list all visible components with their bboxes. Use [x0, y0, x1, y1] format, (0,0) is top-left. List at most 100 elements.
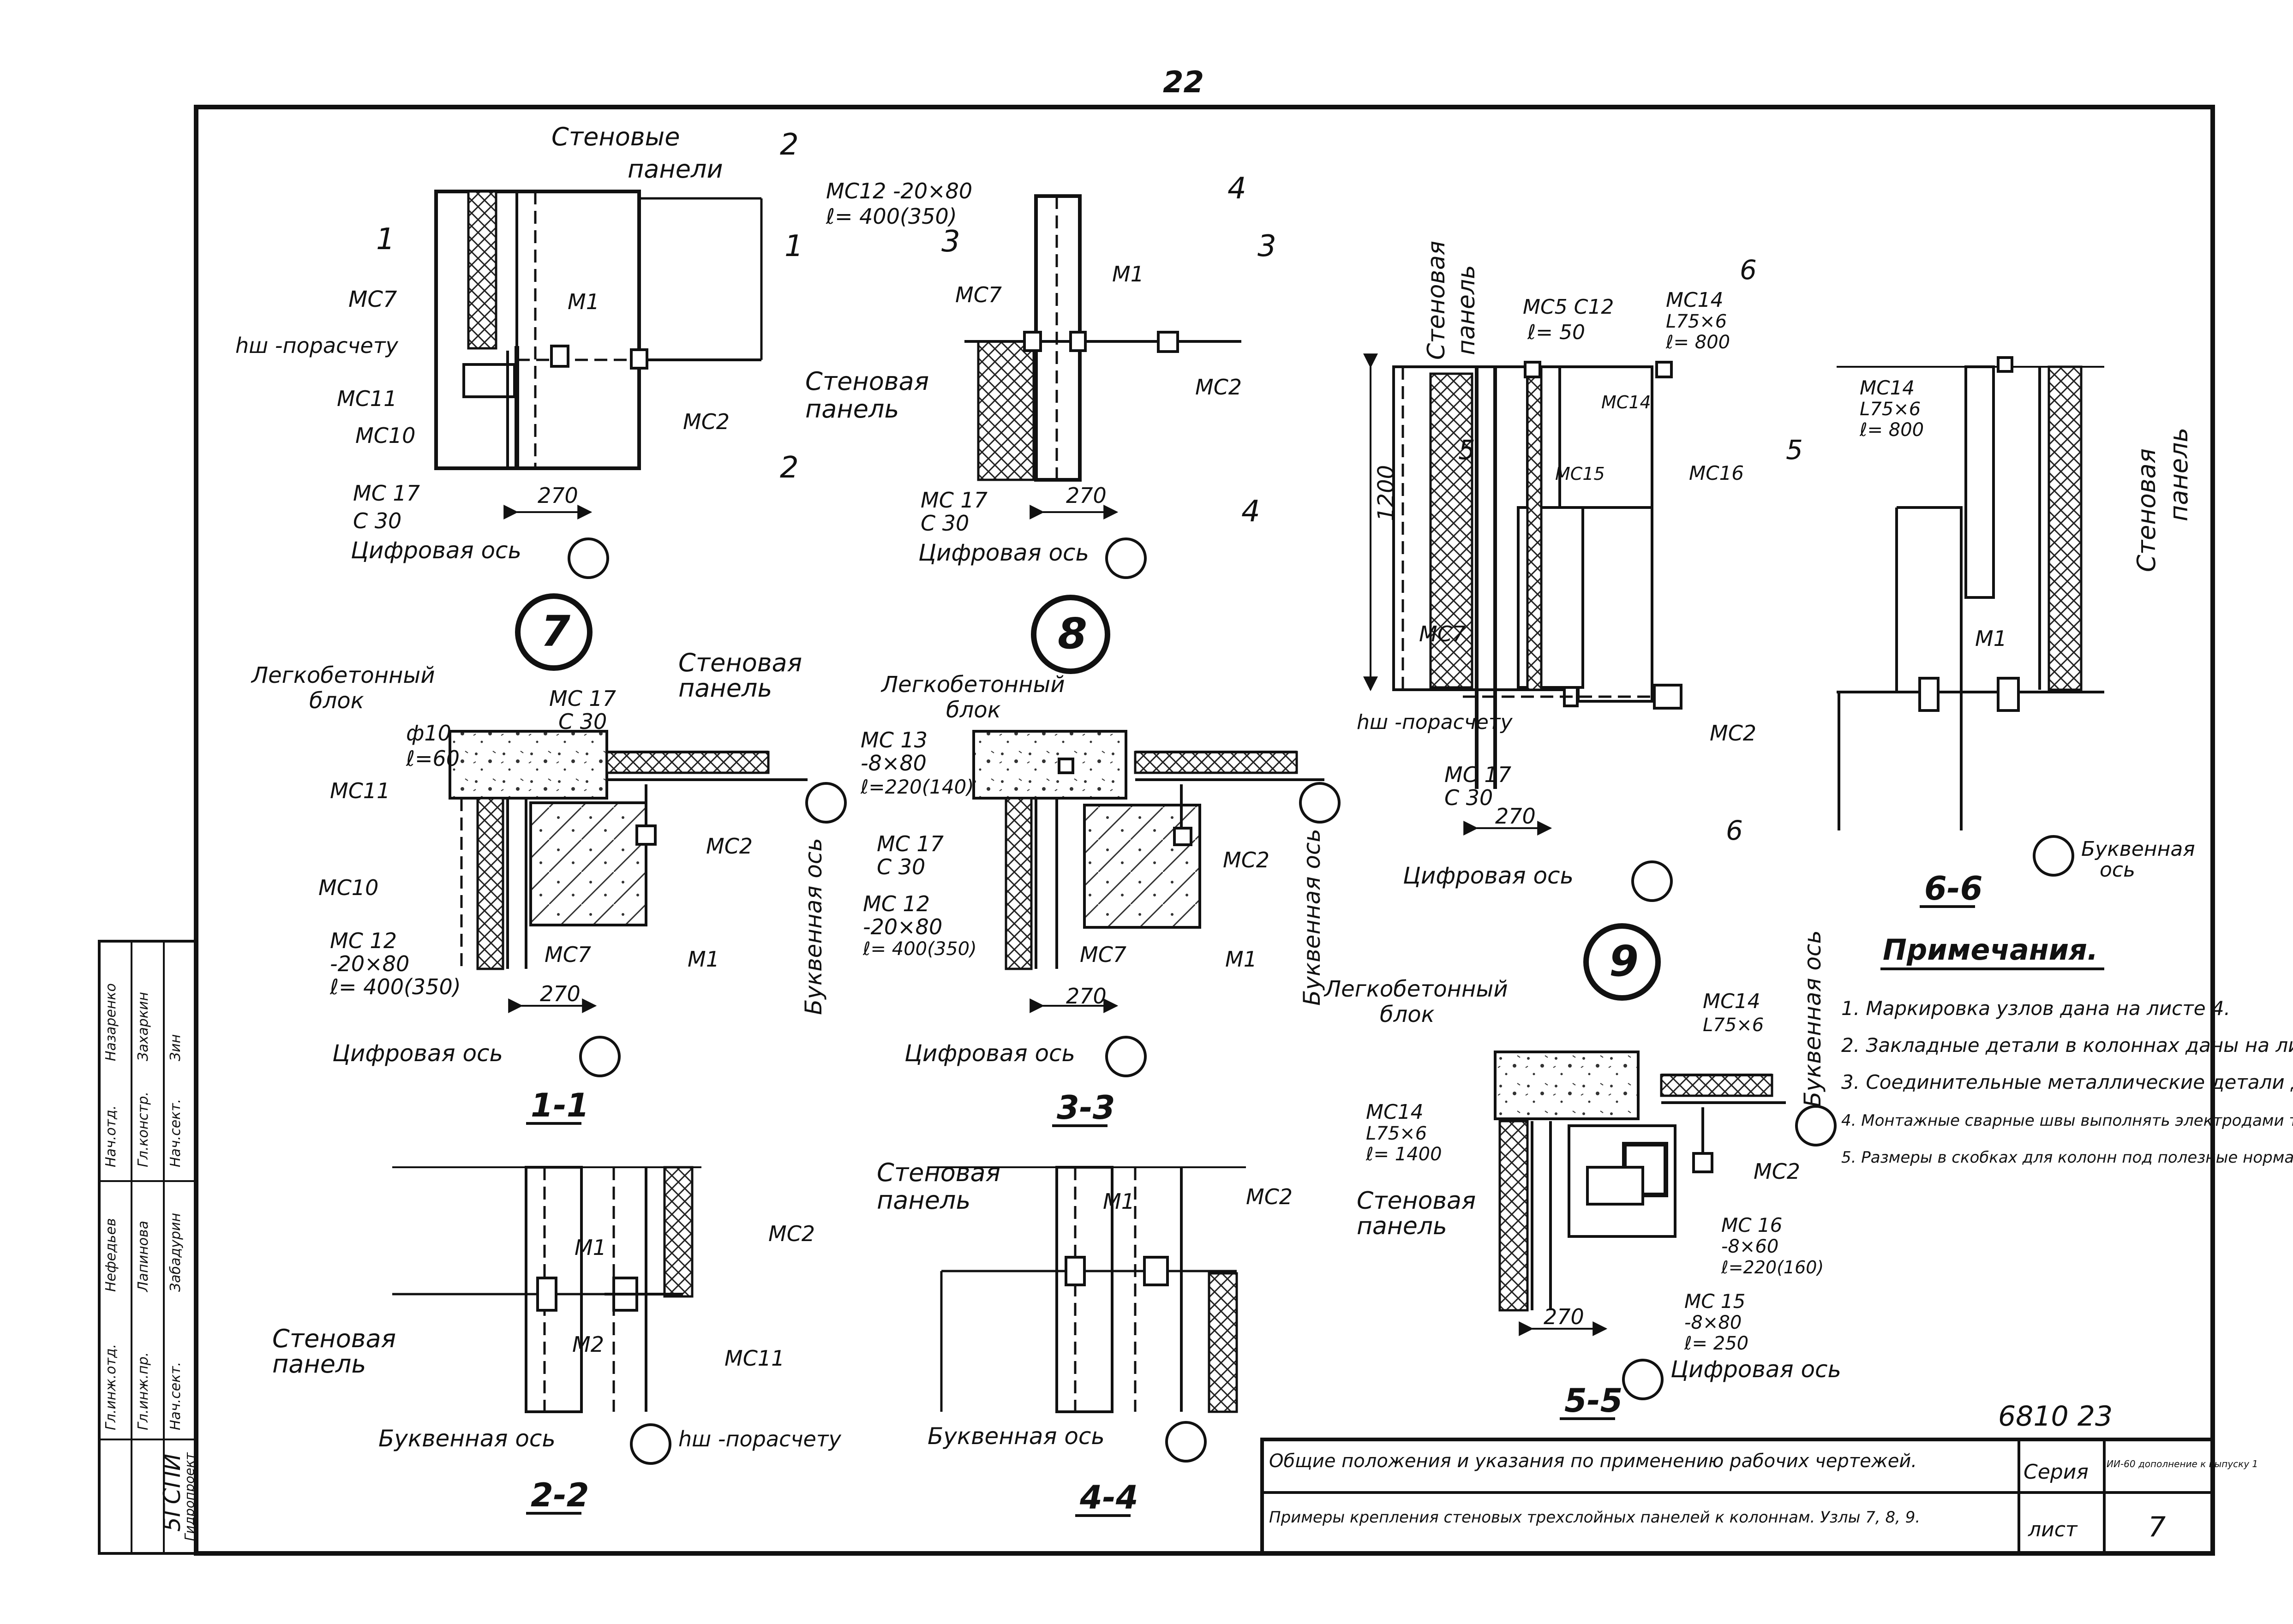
part-mc2-s3: МС2: [1223, 848, 1269, 872]
part-mc2-s5: МС2: [1754, 1159, 1800, 1184]
part-mc12-d-8: -20×80: [863, 914, 942, 939]
light-block-9: Легкобетонный: [1323, 976, 1508, 1002]
part-mc2-s2: МС2: [768, 1221, 815, 1246]
section-title-3-3: 3-3: [1057, 1089, 1115, 1127]
digital-axis-label: Цифровая ось: [351, 537, 521, 564]
letter-axis-s5: Буквенная ось: [1799, 930, 1826, 1107]
weld-calc-label: hш -порасчету: [235, 333, 399, 358]
wall-panel-s4-2: панель: [877, 1186, 970, 1215]
part-c30: С 30: [353, 508, 401, 533]
letter-axis-s4: Буквенная ось: [928, 1423, 1105, 1450]
cut-mark-3-right: 3: [1257, 229, 1276, 263]
letter-axis-s3: Буквенная ось: [1299, 829, 1325, 1006]
cut-mark-1-right: 1: [784, 229, 803, 263]
sheet-value: 7: [2148, 1511, 2166, 1543]
part-mc17: МС 17: [353, 481, 420, 506]
stamp-role-2: Гл.инж.пр.: [135, 1352, 151, 1430]
section-title-4-4: 4-4: [1079, 1479, 1138, 1517]
light-block-8-2: блок: [946, 697, 1001, 723]
elevation-node-9: [1363, 353, 1682, 836]
part-mc11: МС11: [337, 386, 397, 411]
part-mc5: МС5 С12: [1523, 295, 1614, 319]
part-m1-s4: М1: [1103, 1189, 1135, 1214]
part-mc16-c: ℓ=220(160): [1721, 1257, 1824, 1278]
wall-panel-s4: Стеновая: [877, 1158, 1000, 1187]
section-title-2-2: 2-2: [531, 1476, 589, 1514]
part-mc2-9: МС2: [1710, 721, 1756, 746]
part-mc15-a: МС 15: [1684, 1290, 1745, 1313]
sheet-title: Примеры крепления стеновых трехслойных п…: [1269, 1508, 1920, 1527]
part-mc11-s1: МС11: [330, 778, 390, 803]
section-5-5-plan: [1494, 1051, 1786, 1336]
part-m1-s6: М1: [1975, 626, 2007, 651]
section-6-6: [1837, 356, 2104, 830]
axis-bubble: [1299, 782, 1341, 824]
wall-panel-s5-2: панель: [1357, 1212, 1447, 1240]
part-mc14-b: L75×6: [1666, 311, 1727, 332]
cut-mark-2-top: 2: [780, 128, 799, 162]
node-9-circle: [1583, 923, 1661, 1001]
part-mc2-s1: МС2: [706, 834, 753, 859]
cut-mark-3-left: 3: [941, 225, 960, 259]
stamp-role-5: Гл.констр.: [135, 1092, 151, 1167]
part-mc17-8: МС 17: [921, 488, 988, 513]
node-8-number: 8: [1058, 609, 1087, 658]
wall-panel-8-2: панель: [805, 394, 899, 424]
digital-axis-9: Цифровая ось: [1403, 862, 1574, 889]
cut-mark-5-left: 5: [1458, 434, 1475, 466]
stamp-name-6: Зин: [168, 1034, 184, 1061]
node-8-circle: [1031, 595, 1110, 674]
axis-bubble: [1622, 1359, 1664, 1400]
part-l50: ℓ= 50: [1527, 321, 1585, 344]
part-mc7-s1: МС7: [545, 942, 591, 967]
part-mc15-b: -8×80: [1684, 1312, 1742, 1333]
part-m2-s2: М2: [572, 1332, 604, 1357]
drawing-code: 6810 23: [1998, 1400, 2113, 1433]
page-number: 22: [1163, 66, 1204, 100]
part-mc12-a: МС12 -20×80: [826, 179, 972, 203]
stamp-name-5: Захаркин: [135, 992, 151, 1061]
wall-panel-vertical-9-2: панель: [1453, 265, 1480, 355]
node-9-number: 9: [1609, 937, 1639, 986]
series-value: ИИ-60 дополнение к выпуску 1: [2107, 1458, 2258, 1469]
stamp-role-3: Нач.сект.: [168, 1362, 184, 1430]
cut-mark-4-top: 4: [1227, 172, 1246, 206]
digital-axis-8: Цифровая ось: [918, 539, 1089, 566]
part-mc14-c: ℓ= 800: [1665, 332, 1730, 353]
light-block-8: Легкобетонный: [880, 672, 1065, 698]
stamp-role-1: Гл.инж.отд.: [103, 1344, 119, 1430]
part-phi10: ф10: [406, 721, 451, 746]
light-block-9-2: блок: [1380, 1002, 1435, 1027]
part-mc7: МС7: [348, 287, 397, 312]
wall-panel-8: Стеновая: [805, 367, 929, 396]
part-mc12-e: ℓ= 400(350): [329, 974, 461, 999]
wall-panel-s1-2: панель: [678, 674, 772, 703]
part-mc11-s2: МС11: [724, 1346, 784, 1371]
digital-axis-s3: Цифровая ось: [904, 1040, 1075, 1067]
cut-mark-1-left: 1: [376, 222, 395, 257]
section-title-6-6: 6-6: [1924, 870, 1982, 908]
part-m1-s1: М1: [688, 947, 719, 972]
part-c30-8: С 30: [921, 511, 969, 536]
part-mc12-e-8: ℓ= 400(350): [862, 938, 977, 960]
wall-panel-s6-2: панель: [2164, 428, 2193, 521]
part-mc12-b: ℓ= 400(350): [826, 204, 957, 229]
letter-axis-s6: Буквенная: [2081, 837, 2195, 861]
axis-bubble: [1105, 537, 1147, 579]
series-label: Серия: [2024, 1460, 2089, 1484]
dim-270-s5: 270: [1544, 1304, 1584, 1329]
stamp-role-6: Нач.сект.: [168, 1099, 184, 1167]
cut-mark-6-bottom: 6: [1726, 815, 1743, 846]
dim-270-8: 270: [1066, 483, 1107, 508]
note-3: 3. Соединительные металлические детали д…: [1841, 1071, 2293, 1093]
part-mc14-s6: МС14: [1860, 376, 1915, 399]
stamp-name-1: Нефедьев: [103, 1218, 119, 1292]
part-c30-9: С 30: [1444, 785, 1493, 810]
part-mc17-s1: МС 17: [549, 686, 616, 711]
part-mc16-b: -8×60: [1721, 1236, 1778, 1257]
node-7-circle: [515, 593, 593, 671]
axis-bubble: [1631, 860, 1673, 902]
part-mc10: МС10: [355, 423, 415, 448]
part-mc12-c: МС 12: [330, 928, 397, 953]
light-block-label-2: блок: [309, 688, 364, 714]
